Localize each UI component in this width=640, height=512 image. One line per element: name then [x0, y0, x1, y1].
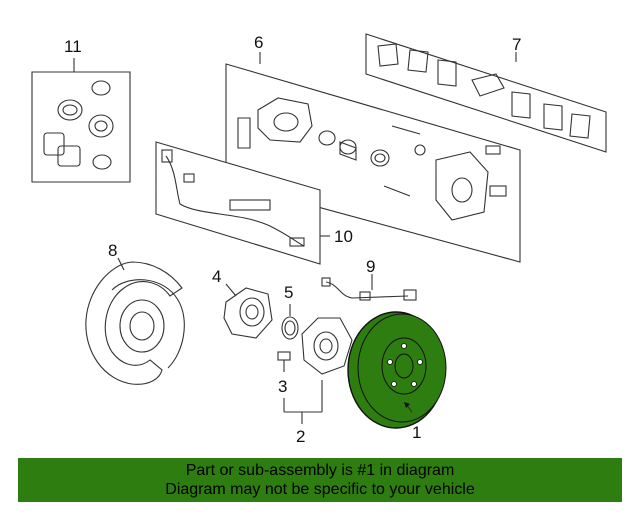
- callout-1: 1: [412, 423, 421, 442]
- banner-line-1: Part or sub-assembly is #1 in diagram: [185, 462, 455, 479]
- banner-line-2: Diagram may not be specific to your vehi…: [165, 481, 475, 498]
- callout-8: 8: [108, 241, 117, 260]
- info-banner: Part or sub-assembly is #1 in diagram Di…: [18, 458, 622, 502]
- callout-3: 3: [278, 377, 287, 396]
- callout-10: 10: [334, 227, 353, 246]
- part-8-splash-shield: [85, 257, 185, 385]
- callout-11: 11: [64, 37, 82, 56]
- callout-9: 9: [366, 257, 375, 276]
- part-11-panel: [31, 58, 131, 183]
- callout-5: 5: [284, 283, 293, 302]
- callout-4: 4: [212, 267, 221, 286]
- part-4-hub: [223, 283, 273, 339]
- part-5-oring: [281, 304, 299, 340]
- part-2-flange: [283, 317, 353, 424]
- callout-2: 2: [296, 427, 305, 446]
- callout-7: 7: [512, 35, 521, 54]
- part-9-hose: [321, 274, 417, 301]
- part-3-stud: [277, 351, 291, 372]
- part-1-rotor: [347, 311, 447, 429]
- part-6-panel: [225, 52, 521, 263]
- part-7-panel: [365, 33, 607, 153]
- part-10-panel: [155, 141, 330, 265]
- callout-6: 6: [254, 33, 263, 52]
